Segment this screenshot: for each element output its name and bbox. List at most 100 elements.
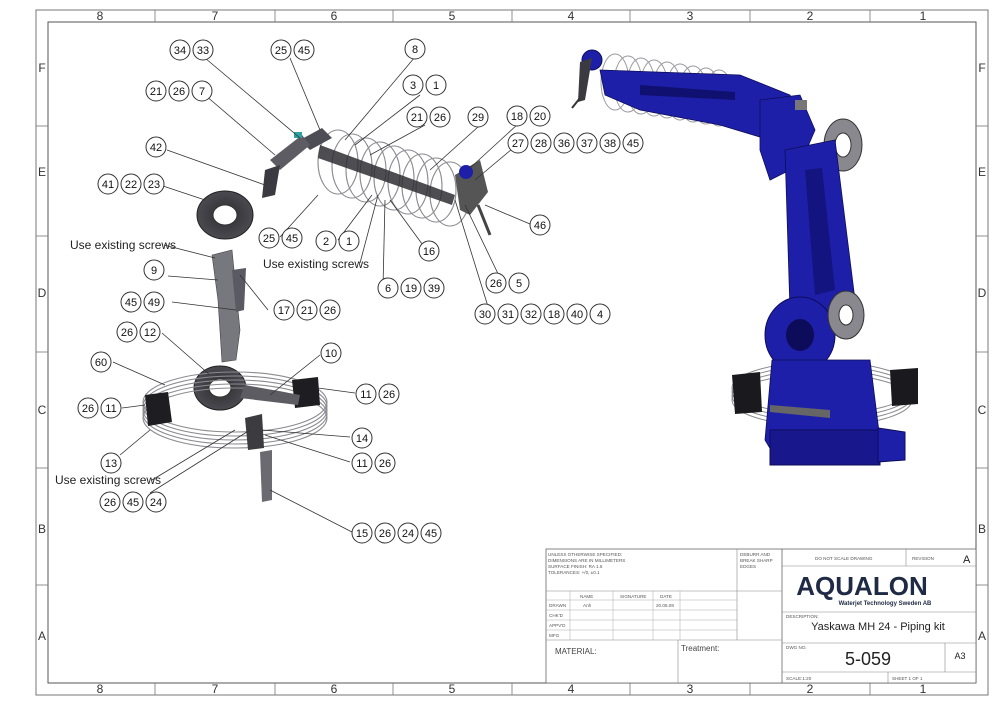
callout-label: 45 xyxy=(125,297,137,309)
callout-label: 15 xyxy=(356,528,368,540)
callout-label: 31 xyxy=(502,309,514,321)
callout-label: 13 xyxy=(105,458,117,470)
zone-row-label: C xyxy=(38,403,47,417)
lower-coil xyxy=(142,371,328,449)
drawing-number: 5-059 xyxy=(845,649,891,669)
callout-label: 1 xyxy=(346,236,352,248)
zone-col-label: 6 xyxy=(331,9,338,23)
callout-label: 33 xyxy=(197,45,209,57)
callout-c27: 14 xyxy=(351,427,373,449)
treatment-label: Treatment: xyxy=(681,644,719,653)
callout-label: 30 xyxy=(479,309,491,321)
elbow-box xyxy=(795,100,807,110)
callout-label: 26 xyxy=(121,327,133,339)
callout-label: 20 xyxy=(534,111,546,123)
callout-label: 45 xyxy=(298,45,310,57)
zone-col-label: 7 xyxy=(212,9,219,23)
sheet-number: SHEET 1 OF 1 xyxy=(892,676,923,681)
zone-row-label: B xyxy=(978,522,986,536)
do-not-scale: DO NOT SCALE DRAWING xyxy=(815,556,873,561)
zone-row-label: D xyxy=(978,286,987,300)
zone-row-label: E xyxy=(978,165,986,179)
callout-label: 60 xyxy=(95,357,107,369)
callout-label: 34 xyxy=(174,45,186,57)
callout-label: 22 xyxy=(125,179,137,191)
callout-label: 26 xyxy=(383,389,395,401)
base-left-bracket xyxy=(732,372,762,414)
dwg-no-label: DWG NO. xyxy=(786,645,807,650)
callout-label: 11 xyxy=(360,389,371,401)
company-name: AQUALON xyxy=(796,571,927,601)
callout-label: 49 xyxy=(148,297,160,309)
zone-col-label: 1 xyxy=(920,9,927,23)
callout-label: 11 xyxy=(105,403,116,415)
base-mount-bar xyxy=(770,405,830,418)
callout-label: 46 xyxy=(534,220,546,232)
zone-row-label: F xyxy=(978,61,985,75)
tool-nozzle xyxy=(571,97,581,109)
callout-c23: 10 xyxy=(320,342,342,364)
callout-label: 26 xyxy=(324,305,336,317)
callout-label: 36 xyxy=(558,138,570,150)
callout-label: 26 xyxy=(104,497,116,509)
zone-row-label: B xyxy=(38,522,46,536)
callout-label: 4 xyxy=(597,309,603,321)
zone-row-label: C xyxy=(978,403,987,417)
note-existing-screws: Use existing screws xyxy=(55,473,161,487)
deburr-note-line: EDGES xyxy=(740,564,756,569)
zone-row-label: D xyxy=(38,286,47,300)
callout-label: 26 xyxy=(82,403,94,415)
callout-label: 39 xyxy=(428,283,440,295)
left-bracket xyxy=(145,392,172,426)
callout-label: 42 xyxy=(150,142,162,154)
callout-label: 45 xyxy=(627,138,639,150)
callout-label: 5 xyxy=(516,278,522,290)
callout-c26: 26 11 xyxy=(77,397,122,419)
base-side-box xyxy=(877,427,906,463)
shoulder-counterweight-hole xyxy=(838,304,854,326)
callout-label: 18 xyxy=(548,309,560,321)
zone-col-label: 6 xyxy=(331,682,338,696)
zone-col-label: 2 xyxy=(807,9,814,23)
callout-label: 19 xyxy=(405,283,417,295)
callout-label: 32 xyxy=(525,309,537,321)
callout-label: 23 xyxy=(148,179,160,191)
callout-c9: 27 28 36 37 38 45 xyxy=(507,132,644,154)
revision-label: REVISION xyxy=(912,556,934,561)
zone-col-label: 5 xyxy=(449,9,456,23)
callout-label: 45 xyxy=(425,528,437,540)
general-notes-line: DIMENSIONS ARE IN MILLIMETERS xyxy=(548,558,625,563)
callout-label: 45 xyxy=(286,233,298,245)
drawing-title: Yaskawa MH 24 - Piping kit xyxy=(811,621,945,633)
callout-c7: 29 xyxy=(467,106,489,128)
callout-c30: 26 45 24 xyxy=(99,491,167,513)
zone-row-label: A xyxy=(978,629,986,643)
zone-row-label: A xyxy=(38,629,46,643)
row-date: 20.06.08 xyxy=(656,603,674,608)
support-leg xyxy=(260,450,272,502)
callout-label: 21 xyxy=(301,305,313,317)
callout-label: 40 xyxy=(571,309,583,321)
callout-label: 2 xyxy=(323,236,329,248)
zone-row-label: F xyxy=(38,61,45,75)
upper-bracket xyxy=(270,135,310,170)
callout-label: 26 xyxy=(379,528,391,540)
callout-label: 37 xyxy=(581,138,593,150)
callout-label: 3 xyxy=(410,80,416,92)
callout-c11: 41 22 23 xyxy=(97,173,165,195)
callout-label: 11 xyxy=(356,458,367,470)
nozzle xyxy=(476,204,492,236)
zone-col-label: 8 xyxy=(97,9,104,23)
base-plate xyxy=(769,429,881,466)
callout-label: 21 xyxy=(150,86,162,98)
upper-hose-channel xyxy=(318,145,455,205)
tool-arm xyxy=(578,58,592,102)
callout-c15: 16 xyxy=(418,240,440,262)
zone-col-label: 3 xyxy=(687,9,694,23)
lower-arm-shadow xyxy=(805,168,835,295)
